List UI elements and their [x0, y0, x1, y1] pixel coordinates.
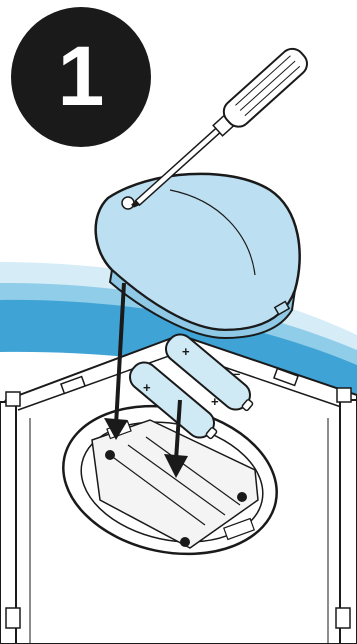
spring-contact: [180, 537, 190, 547]
screwdriver-icon: [131, 47, 308, 208]
arrow-down-icon: [104, 282, 188, 478]
handle-groove: [239, 60, 296, 111]
frame-bottom-tab: [5, 607, 21, 629]
battery-plus-label: +: [143, 380, 151, 395]
handle-groove: [235, 55, 291, 106]
arrow-head: [104, 418, 128, 440]
step-badge-circle: [11, 7, 151, 147]
compartment-cavity: [91, 419, 259, 549]
frame-tab: [336, 387, 352, 403]
spring-contact: [237, 492, 247, 502]
battery-cover: [94, 172, 301, 340]
cover-tab: [273, 300, 291, 316]
water-band-light: [0, 262, 357, 360]
arrow-shaft: [174, 399, 182, 461]
cover-ridge: [169, 189, 256, 276]
screwdriver-tip: [131, 200, 140, 208]
battery-icon: + + + –: [129, 333, 254, 440]
battery-minus-label: –: [233, 366, 240, 381]
frame-tab: [5, 391, 21, 407]
slot-divider: [145, 436, 241, 506]
slot-divider: [127, 444, 226, 516]
spring-contact: [105, 450, 115, 460]
arrow-shaft: [114, 282, 126, 426]
handle-groove: [244, 65, 301, 117]
battery-right: [165, 333, 254, 412]
step-number: 1: [58, 29, 105, 123]
compartment-latch: [223, 517, 255, 541]
battery-left: [129, 361, 218, 440]
frame-tab: [272, 367, 300, 387]
battery-compartment: [62, 404, 278, 556]
slot-divider: [109, 454, 206, 526]
frame-tab: [59, 375, 87, 395]
cover-edge: [108, 268, 296, 340]
battery-plus-label: +: [182, 344, 190, 359]
arrow-head: [164, 454, 188, 478]
frame-bottom-tab: [335, 607, 351, 629]
step-badge: 1: [11, 7, 151, 147]
cover-screw-hole: [121, 196, 135, 210]
battery-plus-label: +: [211, 394, 219, 409]
